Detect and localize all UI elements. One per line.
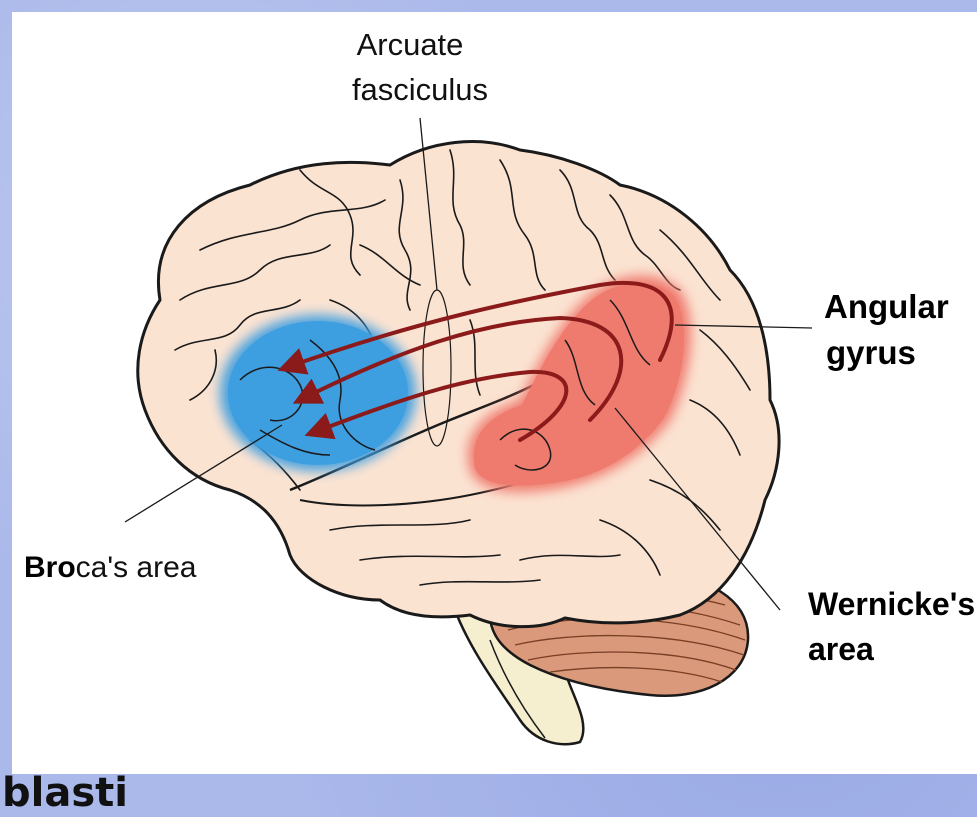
wernicke-label-line1: Wernicke's bbox=[808, 586, 975, 622]
arcuate-label-line2: fasciculus bbox=[352, 72, 488, 107]
footer-text: blasti bbox=[2, 770, 128, 816]
broca-label-rest: ca's area bbox=[76, 551, 197, 584]
arcuate-label-line1: Arcuate bbox=[357, 27, 464, 62]
angular-label-line1: Angular bbox=[824, 288, 949, 325]
angular-label-line2: gyrus bbox=[826, 334, 916, 371]
broca-label-bold: Bro bbox=[24, 551, 76, 584]
broca-label: Broca's area bbox=[24, 551, 197, 584]
wernicke-label-line2: area bbox=[808, 631, 874, 667]
